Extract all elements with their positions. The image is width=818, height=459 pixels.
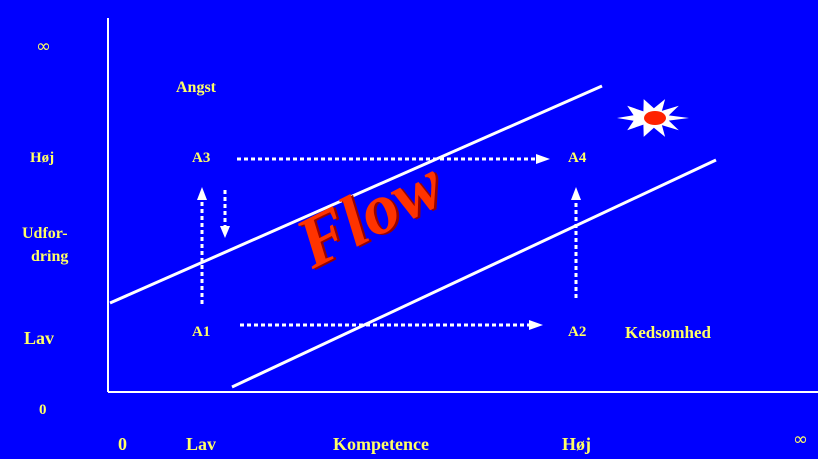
y-axis-label-line1: Udfor-	[22, 225, 68, 242]
arrow-a3-to-a4	[237, 154, 550, 164]
x-axis-zero-label: 0	[118, 434, 127, 454]
star-burst-icon	[617, 99, 689, 137]
x-axis-infinity-symbol: ∞	[793, 429, 808, 450]
flow-channel-upper-line	[109, 84, 603, 305]
y-axis-high-label: Høj	[30, 150, 55, 166]
y-axis-infinity-symbol: ∞	[36, 36, 51, 57]
arrow-a2-to-a4	[571, 187, 581, 298]
arrow-a1-to-a2	[240, 320, 543, 330]
x-axis-low-label: Lav	[186, 434, 217, 454]
arrow-a1-to-a3	[197, 187, 207, 304]
y-axis-low-label: Lav	[24, 328, 55, 348]
point-a2-label: A2	[568, 324, 587, 340]
y-axis-label-line2: dring	[31, 248, 69, 265]
flow-channel-lower-line	[231, 158, 717, 389]
point-a1-label: A1	[192, 324, 211, 340]
boredom-region-label: Kedsomhed	[625, 323, 711, 342]
anxiety-region-label: Angst	[176, 79, 217, 96]
arrow-a3-down	[220, 190, 230, 238]
y-axis-zero-label: 0	[39, 402, 47, 418]
point-a4-label: A4	[568, 150, 587, 166]
point-a3-label: A3	[192, 150, 211, 166]
x-axis-title: Kompetence	[333, 434, 429, 454]
x-axis-high-label: Høj	[562, 434, 591, 454]
